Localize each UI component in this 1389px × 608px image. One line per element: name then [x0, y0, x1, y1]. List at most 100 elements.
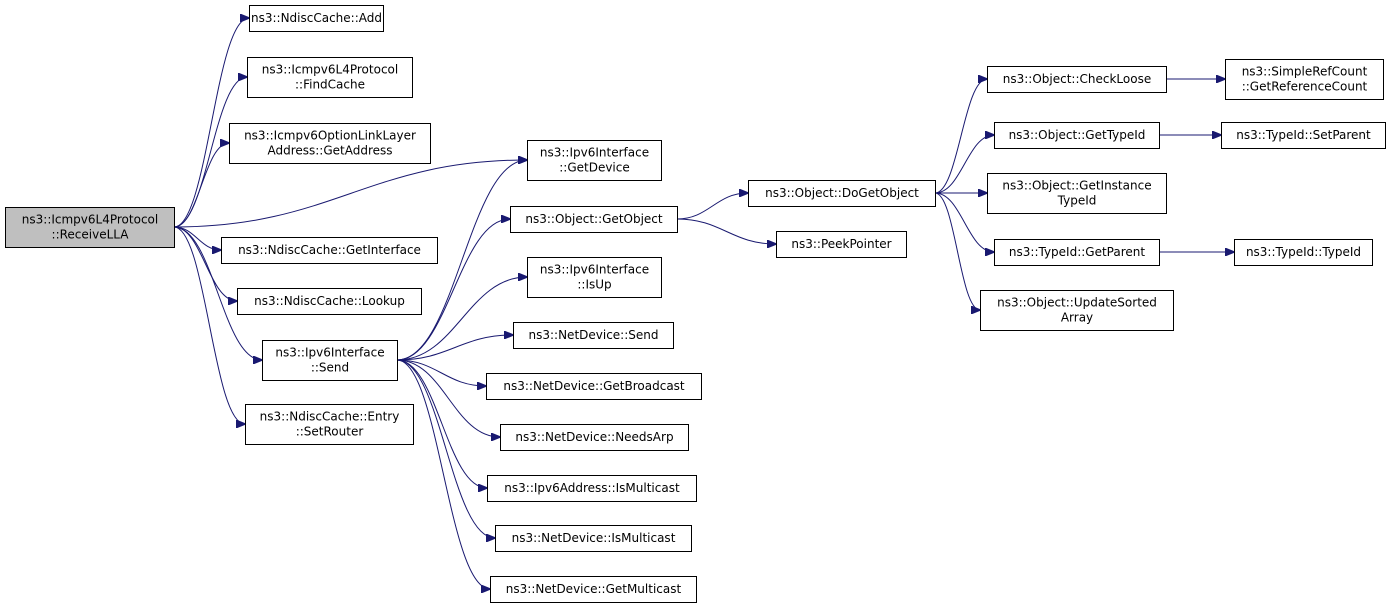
node-label-line: ns3::Object::DoGetObject [765, 186, 919, 200]
node-label-line: ns3::NetDevice::GetMulticast [506, 582, 682, 596]
node-netdev-is-multicast[interactable]: ns3::NetDevice::IsMulticast [495, 525, 692, 552]
node-label-line: ns3::Ipv6Interface [540, 263, 649, 277]
node-label-line: ns3::NdiscCache::Add [251, 11, 382, 25]
node-set-router[interactable]: ns3::NdiscCache::Entry::SetRouter [245, 404, 414, 445]
node-box[interactable] [237, 288, 422, 315]
node-label-line: Address::GetAddress [267, 144, 392, 158]
edge-ipv6if_send-to-netdev_is_multicast [396, 359, 495, 538]
node-label-line: ns3::SimpleRefCount [1242, 65, 1368, 79]
node-label-line: ns3::Icmpv6L4Protocol [22, 213, 158, 227]
edge-obj_do_get_object-to-typeid_get_parent [934, 192, 994, 252]
node-label-line: ns3::NetDevice::NeedsArp [515, 430, 673, 444]
edge-ipv6if_send-to-ipv6if_get_device [396, 160, 527, 361]
node-box[interactable] [1234, 239, 1373, 266]
edge-obj_do_get_object-to-obj_update_sorted_array [934, 192, 980, 310]
node-obj-do-get-object[interactable]: ns3::Object::DoGetObject [748, 180, 936, 207]
node-label-line: ::Send [311, 361, 349, 375]
node-label-line: ::SetRouter [296, 425, 364, 439]
node-box[interactable] [776, 231, 907, 258]
edge-obj_do_get_object-to-obj_get_type_id [934, 135, 994, 194]
node-ipv6if-send[interactable]: ns3::Ipv6Interface::Send [262, 340, 398, 381]
node-box[interactable] [500, 424, 689, 451]
edge-ipv6if_send-to-ipv6if_is_up [396, 277, 527, 361]
node-label-line: ns3::Object::GetObject [525, 212, 663, 226]
edge-ipv6if_send-to-netdev_needs_arp [396, 359, 500, 437]
node-get-reference-count[interactable]: ns3::SimpleRefCount::GetReferenceCount [1225, 59, 1384, 100]
node-box[interactable] [987, 66, 1167, 93]
node-ndisc-get-interface[interactable]: ns3::NdiscCache::GetInterface [221, 237, 438, 264]
node-label-line: ::ReceiveLLA [52, 228, 130, 242]
edge-obj_do_get_object-to-obj_check_loose [934, 79, 987, 194]
node-label-line: ns3::Icmpv6L4Protocol [262, 63, 398, 77]
node-box[interactable] [487, 475, 697, 502]
node-box[interactable] [748, 180, 936, 207]
node-label-line: ::IsUp [577, 278, 611, 292]
node-box[interactable] [527, 140, 662, 181]
node-box[interactable] [229, 123, 431, 164]
nodes-layer: ns3::Icmpv6L4Protocol::ReceiveLLAns3::Nd… [5, 5, 1386, 603]
node-netdev-get-multicast[interactable]: ns3::NetDevice::GetMulticast [490, 576, 697, 603]
node-ipv6addr-is-multicast[interactable]: ns3::Ipv6Address::IsMulticast [487, 475, 697, 502]
edge-ipv6if_send-to-ipv6addr_is_multicast [396, 359, 487, 488]
node-label-line: ns3::NdiscCache::GetInterface [238, 243, 421, 257]
node-netdev-send[interactable]: ns3::NetDevice::Send [513, 322, 674, 349]
node-peek-pointer[interactable]: ns3::PeekPointer [776, 231, 907, 258]
node-find-cache[interactable]: ns3::Icmpv6L4Protocol::FindCache [247, 57, 413, 98]
node-box[interactable] [245, 404, 414, 445]
node-netdev-get-broadcast[interactable]: ns3::NetDevice::GetBroadcast [486, 373, 702, 400]
node-box[interactable] [994, 122, 1160, 149]
edges-layer [173, 18, 1234, 589]
node-box[interactable] [490, 576, 697, 603]
node-label-line: ns3::Icmpv6OptionLinkLayer [244, 129, 416, 143]
node-label-line: TypeId [1057, 194, 1097, 208]
node-ipv6if-get-device[interactable]: ns3::Ipv6Interface::GetDevice [527, 140, 662, 181]
node-label-line: ns3::Object::UpdateSorted [997, 296, 1157, 310]
node-ndisc-add[interactable]: ns3::NdiscCache::Add [249, 5, 384, 32]
node-ipv6if-is-up[interactable]: ns3::Ipv6Interface::IsUp [527, 257, 662, 298]
node-box[interactable] [221, 237, 438, 264]
edge-ipv6if_send-to-netdev_send [396, 335, 513, 361]
node-typeid-set-parent[interactable]: ns3::TypeId::SetParent [1221, 122, 1386, 149]
node-box[interactable] [1225, 59, 1384, 100]
node-box[interactable] [495, 525, 692, 552]
node-box[interactable] [513, 322, 674, 349]
node-label-line: ns3::Ipv6Address::IsMulticast [504, 481, 680, 495]
node-label-line: Array [1061, 311, 1093, 325]
node-netdev-needs-arp[interactable]: ns3::NetDevice::NeedsArp [500, 424, 689, 451]
node-box[interactable] [247, 57, 413, 98]
node-label-line: ns3::NetDevice::IsMulticast [512, 531, 676, 545]
node-get-address[interactable]: ns3::Icmpv6OptionLinkLayerAddress::GetAd… [229, 123, 431, 164]
node-box[interactable] [987, 173, 1167, 214]
edge-ipv6if_send-to-obj_get_object [396, 219, 510, 361]
node-label-line: ns3::TypeId::TypeId [1246, 245, 1361, 259]
node-box[interactable] [510, 206, 678, 233]
node-label-line: ns3::NdiscCache::Entry [260, 410, 400, 424]
node-label-line: ::GetReferenceCount [1242, 80, 1368, 94]
node-typeid-get-parent[interactable]: ns3::TypeId::GetParent [994, 239, 1160, 266]
node-box[interactable] [527, 257, 662, 298]
node-label-line: ns3::Ipv6Interface [275, 346, 384, 360]
node-box[interactable] [249, 5, 384, 32]
node-box[interactable] [1221, 122, 1386, 149]
node-typeid-typeid[interactable]: ns3::TypeId::TypeId [1234, 239, 1373, 266]
node-receive-lla[interactable]: ns3::Icmpv6L4Protocol::ReceiveLLA [5, 207, 175, 248]
node-box[interactable] [994, 239, 1160, 266]
node-label-line: ::FindCache [295, 78, 365, 92]
node-box[interactable] [980, 290, 1174, 331]
node-obj-check-loose[interactable]: ns3::Object::CheckLoose [987, 66, 1167, 93]
node-label-line: ::GetDevice [559, 161, 630, 175]
node-ndisc-lookup[interactable]: ns3::NdiscCache::Lookup [237, 288, 422, 315]
node-box[interactable] [486, 373, 702, 400]
node-obj-get-type-id[interactable]: ns3::Object::GetTypeId [994, 122, 1160, 149]
node-label-line: ns3::NetDevice::Send [529, 328, 659, 342]
node-label-line: ns3::Ipv6Interface [540, 146, 649, 160]
node-label-line: ns3::Object::GetInstance [1002, 179, 1151, 193]
edge-receive_lla-to-ipv6if_get_device [173, 160, 527, 228]
node-box[interactable] [262, 340, 398, 381]
node-box[interactable] [5, 207, 175, 248]
edge-receive_lla-to-ndisc_add [173, 18, 249, 228]
edge-ipv6if_send-to-netdev_get_multicast [396, 359, 490, 589]
node-obj-get-object[interactable]: ns3::Object::GetObject [510, 206, 678, 233]
